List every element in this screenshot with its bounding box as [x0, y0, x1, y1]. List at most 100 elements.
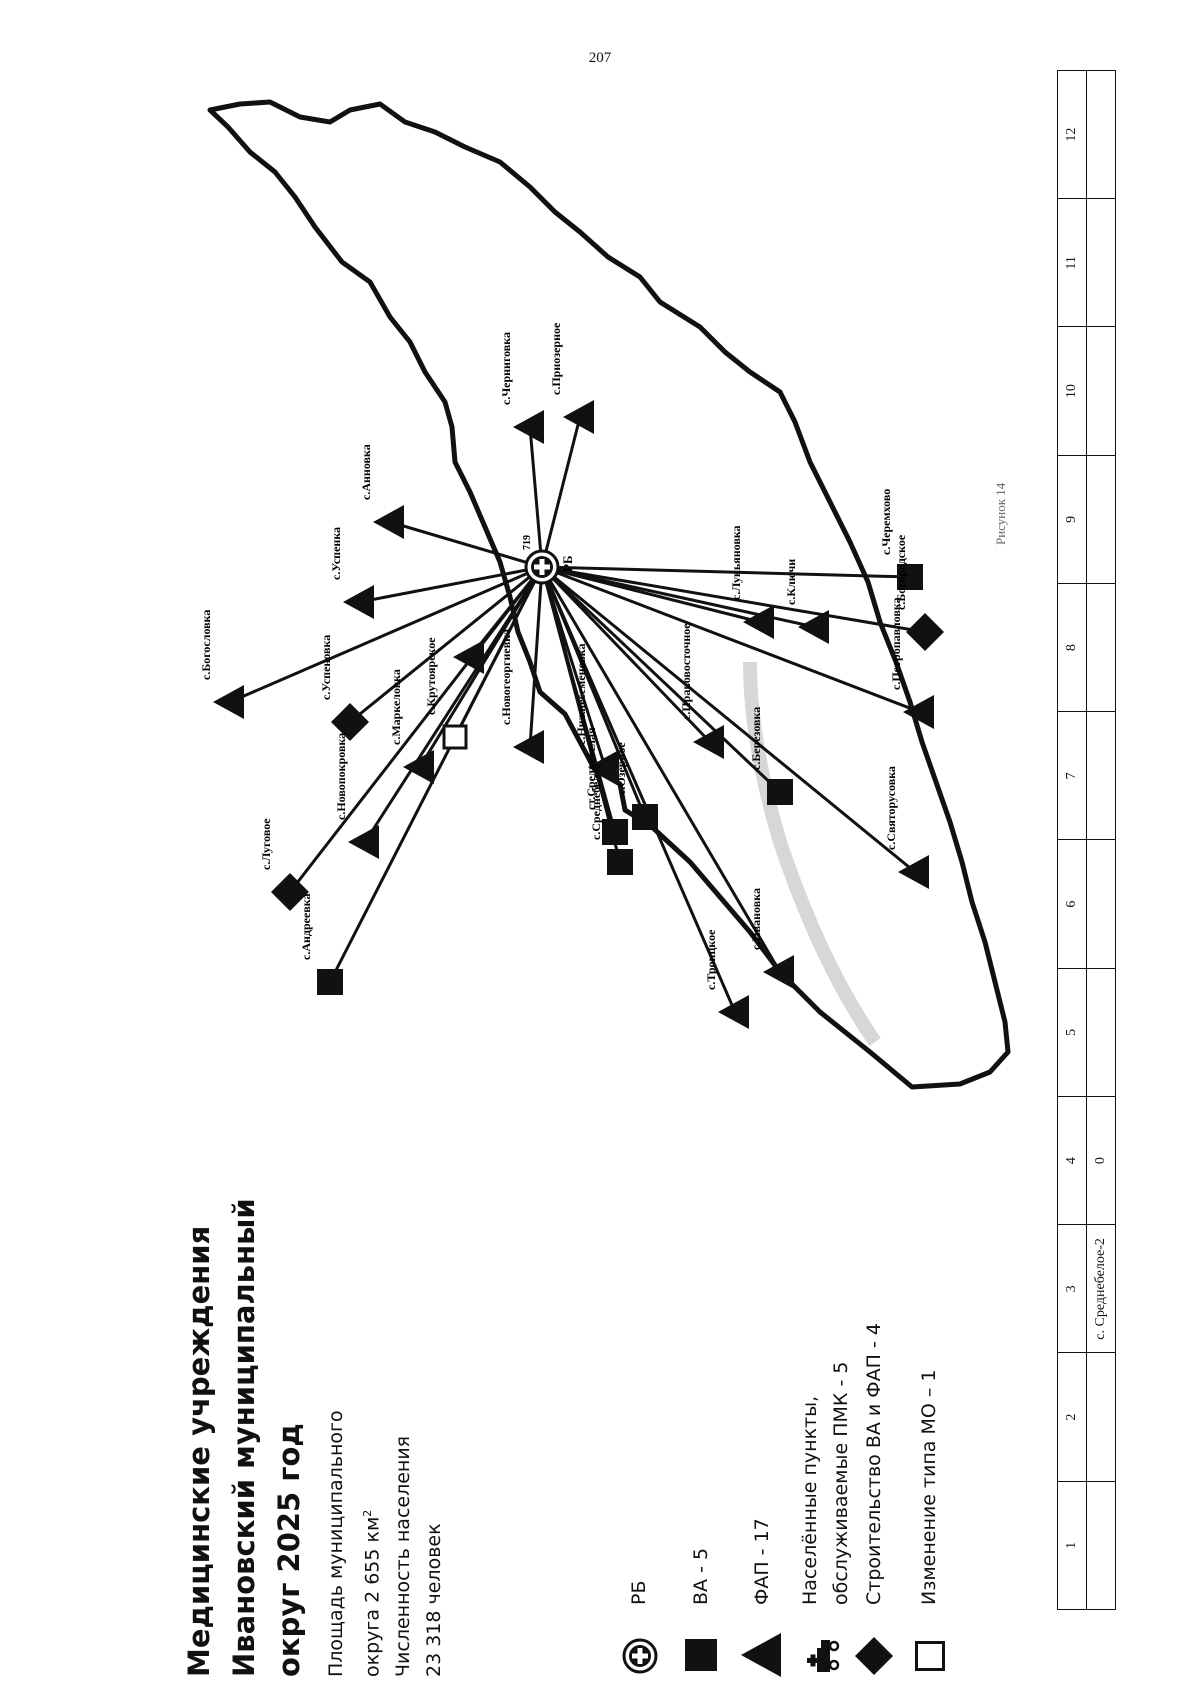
table-header-cell: 11 — [1057, 198, 1087, 327]
square-icon — [685, 1639, 717, 1671]
place-label: с.Успенка — [329, 527, 343, 580]
legend-label-fap: ФАП - 17 — [751, 1518, 773, 1605]
connection-line — [541, 565, 926, 634]
fap-marker — [693, 725, 724, 759]
table-cell: с. Среднебелое-2 — [1086, 1224, 1116, 1353]
connection-line — [359, 565, 543, 604]
va-marker — [632, 804, 658, 830]
central-hospital-marker — [524, 549, 560, 585]
table-cell — [1086, 1481, 1116, 1610]
district-info: Площадь муниципального округа 2 655 км2 … — [321, 1410, 450, 1677]
table-header-cell: 2 — [1057, 1353, 1087, 1482]
place-label: с.Черниговка — [499, 332, 513, 405]
hospital-icon — [622, 1638, 658, 1674]
connection-line — [389, 520, 543, 569]
table-cell — [1086, 840, 1116, 969]
fap-marker — [898, 855, 929, 889]
legend-label-type-change: Изменение типа МО – 1 — [918, 1369, 940, 1606]
title-line: округ 2025 год — [272, 1423, 306, 1677]
empty-square-icon — [915, 1641, 945, 1671]
construction-marker — [906, 613, 944, 651]
connection-line — [541, 565, 921, 714]
table-header-cell: 6 — [1057, 840, 1087, 969]
connection-line — [528, 426, 544, 568]
table-cell — [1086, 70, 1116, 199]
place-label: с.Луговое — [259, 818, 273, 870]
fap-marker — [763, 955, 794, 989]
place-label: с.Среднебелое — [589, 763, 603, 840]
legend-label-construction: Строительство ВА и ФАП - 4 — [863, 1323, 885, 1605]
connection-line — [540, 416, 582, 568]
table-header-cell: 8 — [1057, 583, 1087, 712]
connection-line — [540, 565, 712, 744]
place-label: с.Петропавловка — [889, 597, 903, 690]
place-label: с.Крутоярское — [424, 637, 438, 715]
table-cell: 0 — [1086, 1096, 1116, 1225]
connection-line — [540, 565, 782, 794]
va-marker — [897, 564, 923, 590]
area-label: Площадь муниципального — [325, 1410, 347, 1677]
va-marker — [317, 969, 343, 995]
place-label: с.Андреевка — [299, 893, 313, 960]
place-label: с.Богородское — [894, 534, 908, 610]
table-cell — [1086, 327, 1116, 456]
area-value-text: округа 2 655 км — [361, 1516, 384, 1677]
connection-line — [540, 566, 607, 768]
table-cell — [1086, 455, 1116, 584]
legend-label-hospital: РБ — [628, 1580, 650, 1606]
va-marker — [607, 849, 633, 875]
district-border — [207, 99, 1011, 1090]
fap-marker — [373, 505, 404, 539]
place-label: с.Ключи — [784, 559, 798, 605]
place-label: с.Успеновка — [319, 635, 333, 700]
fap-marker — [718, 995, 749, 1029]
place-label: с.Богословка — [199, 610, 213, 680]
place-label: с.Черемхово — [879, 489, 893, 555]
table-cell — [1086, 583, 1116, 712]
place-label: с.Озерное — [614, 742, 628, 795]
table-header-cell: 5 — [1057, 968, 1087, 1097]
map-title: Медицинские учреждения Ивановский муници… — [177, 1198, 312, 1677]
connection-line — [540, 566, 782, 973]
connection-line — [528, 566, 544, 748]
fap-marker — [798, 610, 829, 644]
place-label: с.Ивановка — [749, 888, 763, 950]
mobile-unit-icon — [807, 1640, 840, 1672]
connection-line — [349, 565, 543, 724]
connection-line — [540, 566, 617, 833]
population-label: Численность населения — [392, 1435, 415, 1677]
connection-line — [541, 565, 911, 579]
type-change-marker — [442, 724, 468, 750]
legend-label-pmk-1: Населённые пункты, — [799, 1395, 821, 1605]
place-label: с.Святорусовка — [884, 766, 898, 850]
va-marker — [602, 819, 628, 845]
central-hospital-label: РБ — [560, 555, 575, 572]
population-value: 23 318 человек — [423, 1523, 446, 1677]
fap-marker — [743, 605, 774, 639]
fap-marker — [453, 640, 484, 674]
connection-line — [541, 565, 761, 624]
fap-marker — [903, 695, 934, 729]
fap-marker — [348, 825, 379, 859]
page-number: 207 — [588, 50, 612, 66]
central-hospital-number: 719 — [522, 535, 533, 550]
table-header-cell: 7 — [1057, 711, 1087, 840]
place-label: с.Маркеловка — [389, 669, 403, 745]
table-header-cell: 3 — [1057, 1224, 1087, 1353]
figure-caption: Рисунок 14 — [993, 482, 1008, 545]
fap-marker — [513, 410, 544, 444]
connection-lines — [229, 416, 926, 1013]
table-header-cell: 1 — [1057, 1481, 1087, 1610]
fap-marker — [563, 400, 594, 434]
va-marker — [767, 779, 793, 805]
connection-line — [453, 566, 544, 738]
triangle-icon — [741, 1633, 781, 1677]
table-header-cell: 9 — [1057, 455, 1087, 584]
title-line: Ивановский муниципальный — [227, 1198, 261, 1677]
connection-line — [540, 566, 647, 818]
